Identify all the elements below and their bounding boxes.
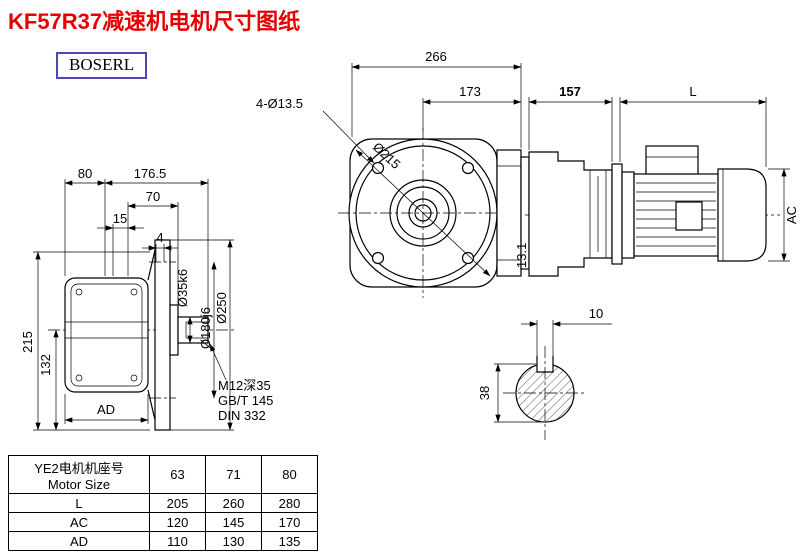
bolt-holes-label: 4-Ø13.5 bbox=[256, 96, 303, 111]
gearbox-front-view: Ø215 4-Ø13.5 266 173 13.1 bbox=[256, 49, 530, 298]
row-AC-v1: 145 bbox=[205, 512, 262, 532]
bolt-circle-dim-line bbox=[355, 149, 491, 277]
table-row-AD: AD 110 130 135 bbox=[8, 531, 318, 551]
terminal-box bbox=[645, 145, 699, 175]
dim-AC-label: AC bbox=[784, 206, 799, 224]
motor-size-table: YE2电机机座号 Motor Size 63 71 80 L 205 260 2… bbox=[8, 455, 318, 551]
row-AC-label: AC bbox=[8, 512, 150, 532]
motor-nameplate bbox=[675, 201, 703, 231]
row-AC-v0: 120 bbox=[149, 512, 206, 532]
motor-assembly-view: 157 L AC bbox=[525, 84, 799, 277]
gear-housing-profile bbox=[528, 151, 613, 277]
top-extension-lines bbox=[64, 179, 209, 314]
bell-cone-top bbox=[147, 249, 156, 281]
dim-70: 70 bbox=[127, 189, 179, 209]
shaft-key-section: 10 38 bbox=[477, 306, 612, 440]
row-L-v2: 280 bbox=[261, 493, 318, 513]
dim-132-label: 132 bbox=[38, 354, 53, 376]
dim-176-5: 176.5 bbox=[104, 166, 209, 186]
dim-132: 132 bbox=[38, 329, 59, 431]
motor-fins bbox=[636, 182, 716, 247]
key-width-label: 10 bbox=[589, 306, 603, 321]
dim-173: 173 bbox=[422, 84, 522, 131]
row-L-v1: 260 bbox=[205, 493, 262, 513]
dim-266-label: 266 bbox=[425, 49, 447, 64]
dim-flange-dia: Ø250 bbox=[170, 239, 234, 431]
dim-L: L bbox=[619, 84, 767, 167]
dim-80: 80 bbox=[64, 166, 106, 186]
housing-edge-strip bbox=[496, 149, 530, 277]
dim-AD-label: AD bbox=[97, 402, 115, 417]
housing-corner-bolts bbox=[75, 288, 138, 382]
dim-173-label: 173 bbox=[459, 84, 481, 99]
table-header-cn: YE2电机机座号 bbox=[34, 460, 124, 476]
housing-outline bbox=[64, 277, 149, 393]
dim-176-5-label: 176.5 bbox=[134, 166, 167, 181]
table-header-en: Motor Size bbox=[47, 476, 111, 492]
table-header-cell: YE2电机机座号 Motor Size bbox=[8, 455, 150, 494]
row-L-v0: 205 bbox=[149, 493, 206, 513]
tap-note-line1: M12深35 bbox=[218, 378, 271, 393]
dim-215-label: 215 bbox=[20, 331, 35, 353]
row-AD-v2: 135 bbox=[261, 531, 318, 551]
dim-AD: AD bbox=[64, 394, 149, 424]
shaft-hub bbox=[169, 304, 179, 356]
dim-pilot-dia: Ø180j6 bbox=[198, 261, 217, 399]
tap-note-line3: DIN 332 bbox=[218, 408, 266, 423]
output-shaft bbox=[177, 316, 209, 344]
shaft-38-label: 38 bbox=[477, 386, 492, 400]
size-63-cell: 63 bbox=[149, 455, 206, 494]
tap-note-line2: GB/T 145 bbox=[218, 393, 273, 408]
housing-inner-outline bbox=[70, 283, 143, 387]
dim-shaft-dia: Ø35k6 bbox=[175, 269, 193, 344]
brand-logo: BOSERL bbox=[56, 52, 148, 79]
coupling-flange-lines bbox=[589, 170, 607, 258]
row-AC-v2: 170 bbox=[261, 512, 318, 532]
row-AD-v1: 130 bbox=[205, 531, 262, 551]
motor-end-bell bbox=[621, 171, 635, 259]
dim-157-label: 157 bbox=[559, 84, 581, 99]
dim-157: 157 bbox=[528, 84, 613, 162]
size-71-cell: 71 bbox=[205, 455, 262, 494]
row-L-label: L bbox=[8, 493, 150, 513]
dim-key-width: 10 bbox=[521, 306, 612, 356]
pilot-dia-label: Ø180j6 bbox=[198, 307, 213, 349]
dim-15-label: 15 bbox=[113, 211, 127, 226]
dim-80-label: 80 bbox=[78, 166, 92, 181]
tap-hole-note: M12深35 GB/T 145 DIN 332 bbox=[209, 343, 273, 423]
dim-L-label: L bbox=[689, 84, 696, 99]
dim-15: 15 bbox=[97, 211, 144, 231]
bell-cone-bottom bbox=[147, 389, 156, 421]
shaft-dia-label: Ø35k6 bbox=[175, 269, 190, 307]
dim-4: 4 bbox=[142, 230, 178, 262]
fan-cover bbox=[717, 168, 767, 262]
table-header-row: YE2电机机座号 Motor Size 63 71 80 bbox=[8, 455, 318, 494]
dim-AC: AC bbox=[768, 168, 799, 262]
motor-flange bbox=[611, 163, 623, 265]
row-AD-v0: 110 bbox=[149, 531, 206, 551]
bolt-holes-leader bbox=[322, 110, 375, 164]
dim-70-label: 70 bbox=[146, 189, 160, 204]
dim-4-label: 4 bbox=[156, 230, 163, 245]
dim-266: 266 bbox=[351, 49, 522, 148]
table-row-L: L 205 260 280 bbox=[8, 493, 318, 513]
flange-dia-label: Ø250 bbox=[214, 292, 229, 324]
dim-215: 215 bbox=[20, 251, 150, 431]
size-80-cell: 80 bbox=[261, 455, 318, 494]
output-flange-plate bbox=[154, 239, 171, 431]
table-row-AC: AC 120 145 170 bbox=[8, 512, 318, 532]
edge-dim-label: 13.1 bbox=[514, 243, 529, 268]
page-title: KF57R37减速机电机尺寸图纸 bbox=[8, 9, 301, 34]
gearbox-side-view: 80 176.5 70 15 4 215 bbox=[20, 166, 273, 431]
row-AD-label: AD bbox=[8, 531, 150, 551]
dim-shaft-38: 38 bbox=[477, 363, 545, 423]
